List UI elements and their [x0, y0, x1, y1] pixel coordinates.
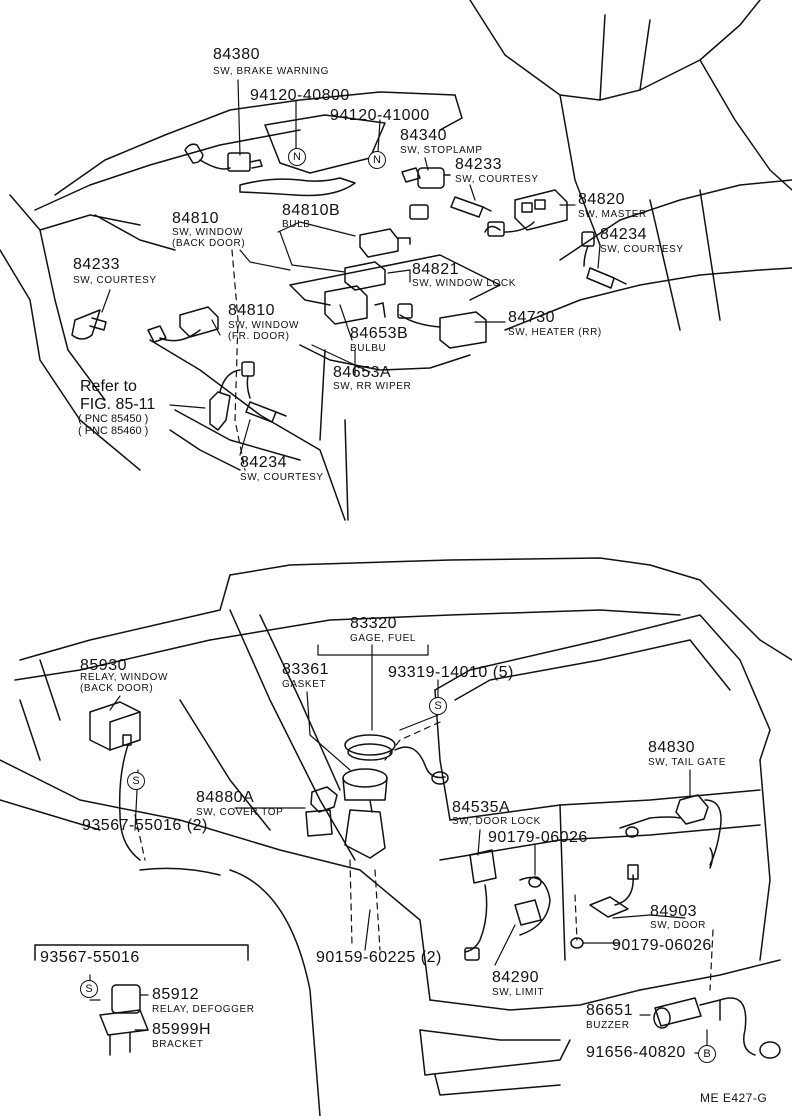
part-number-90159-60225: 90159-60225 (2) — [316, 949, 442, 966]
part-name-84821: SW, WINDOW LOCK — [412, 278, 516, 289]
door-lock-switch — [464, 849, 551, 961]
part-number-84380: 84380 — [213, 46, 260, 63]
part-number-85999h: 85999H — [152, 1021, 212, 1038]
part-name-86651: BUZZER — [586, 1020, 630, 1031]
part-name-84810b: BULB — [282, 219, 311, 230]
part-number-84290: 84290 — [492, 969, 539, 986]
part-number-84340: 84340 — [400, 127, 447, 144]
refer-pnc-2-text: PNC 85460 — [84, 425, 142, 437]
part-name-84234-right: SW, COURTESY — [600, 244, 684, 255]
part-number-85930: 85930 — [80, 657, 127, 674]
part-number-93567-55016: 93567-55016 — [40, 949, 140, 966]
part-name-84903: SW, DOOR — [650, 920, 706, 931]
part-number-84830: 84830 — [648, 739, 695, 756]
refer-pnc-1: ( PNC 85450 ) — [78, 413, 149, 425]
part-number-94120-40800: 94120-40800 — [250, 87, 350, 104]
part-name-84880a: SW, COVER TOP — [196, 807, 284, 818]
brake-warning-switch — [184, 114, 386, 197]
part-name-84234-lower: SW, COURTESY — [240, 472, 324, 483]
refer-line-1: Refer to — [80, 378, 137, 395]
part-name2-85930: (BACK DOOR) — [80, 683, 154, 694]
part-name-84290: SW, LIMIT — [492, 987, 545, 998]
window-relay — [89, 701, 141, 861]
part-name-84535a: SW, DOOR LOCK — [452, 816, 541, 827]
buzzer — [653, 997, 781, 1059]
part-name-84830: SW, TAIL GATE — [648, 757, 727, 768]
cover-top-switch — [305, 786, 338, 837]
part-name-84653b: BULBU — [350, 343, 387, 354]
part-name-84730: SW, HEATER (RR) — [508, 327, 602, 338]
part-number-84234-right: 84234 — [600, 226, 647, 243]
part-number-84233-left: 84233 — [73, 256, 120, 273]
courtesy-switch-upper — [409, 196, 535, 237]
part-name-84653a: SW, RR WIPER — [333, 381, 412, 392]
part-number-94120-41000: 94120-41000 — [330, 107, 430, 124]
part-number-91656-40820: 91656-40820 — [586, 1044, 686, 1061]
part-number-84903: 84903 — [650, 903, 697, 920]
part-number-84880a: 84880A — [196, 789, 255, 806]
defogger-relay-inset — [34, 944, 249, 1056]
door-switch — [570, 864, 639, 949]
part-number-84535a: 84535A — [452, 799, 511, 816]
figure-code: ME E427-G — [700, 1091, 768, 1105]
part-number-83320: 83320 — [350, 615, 397, 632]
marker-n-1: N — [288, 148, 306, 166]
part-number-90179-06026-upper: 90179-06026 — [488, 829, 588, 846]
part-number-84810b: 84810B — [282, 202, 341, 219]
refer-pnc-2: ( PNC 85460 ) — [78, 425, 149, 437]
part-name-84340: SW, STOPLAMP — [400, 145, 483, 156]
leader-lines-top — [101, 79, 601, 456]
refer-pnc-1-text: PNC 85450 — [84, 413, 142, 425]
part-name2-84810-fr-door: (FR. DOOR) — [228, 331, 290, 342]
window-switches — [324, 228, 487, 349]
part-number-84233-upper: 84233 — [455, 156, 502, 173]
part-number-84234-lower: 84234 — [240, 454, 287, 471]
dashed-lines — [89, 249, 714, 996]
marker-s-2: S — [127, 772, 145, 790]
part-name-85912: RELAY, DEFOGGER — [152, 1004, 255, 1015]
left-switches — [71, 306, 287, 431]
marker-s-1: S — [429, 697, 447, 715]
rear-body-outline — [0, 557, 792, 1116]
part-number-84810-back-door: 84810 — [172, 210, 219, 227]
part-name-85999h: BRACKET — [152, 1039, 204, 1050]
part-number-86651: 86651 — [586, 1002, 633, 1019]
part-number-83361: 83361 — [282, 661, 329, 678]
marker-b: B — [698, 1045, 716, 1063]
part-name-85930: RELAY, WINDOW — [80, 672, 168, 683]
part-name-84810-back-door: SW, WINDOW — [172, 227, 243, 238]
marker-n-2: N — [368, 151, 386, 169]
part-number-84810-fr-door: 84810 — [228, 302, 275, 319]
part-number-93319-14010: 93319-14010 (5) — [388, 664, 514, 681]
part-number-84821: 84821 — [412, 261, 459, 278]
stoplamp-switch — [401, 167, 451, 189]
part-name-84233-upper: SW, COURTESY — [455, 174, 539, 185]
part-name-83361: GASKET — [282, 679, 327, 690]
part-number-84653a: 84653A — [333, 364, 392, 381]
marker-s-3: S — [80, 980, 98, 998]
part-number-90179-06026-lower: 90179-06026 — [612, 937, 712, 954]
part-name2-84810-back-door: (BACK DOOR) — [172, 238, 246, 249]
master-switch — [514, 189, 568, 231]
part-name-84233-left: SW, COURTESY — [73, 275, 157, 286]
refer-figure-link[interactable]: FIG. 85-11 — [80, 396, 156, 413]
vehicle-interior-outline — [0, 0, 792, 521]
part-number-85912: 85912 — [152, 986, 199, 1003]
part-number-84730: 84730 — [508, 309, 555, 326]
part-name-83320: GAGE, FUEL — [350, 633, 417, 644]
part-number-84820: 84820 — [578, 191, 625, 208]
part-name-84380: SW, BRAKE WARNING — [213, 66, 329, 77]
part-number-93567-55016-2: 93567-55016 (2) — [82, 817, 208, 834]
tail-gate-switch — [619, 794, 722, 869]
part-name-84810-fr-door: SW, WINDOW — [228, 320, 299, 331]
courtesy-switch-right — [581, 231, 627, 289]
part-number-84653b: 84653B — [350, 325, 409, 342]
fuel-gage-assembly — [342, 734, 449, 859]
part-name-84820: SW, MASTER — [578, 209, 647, 220]
